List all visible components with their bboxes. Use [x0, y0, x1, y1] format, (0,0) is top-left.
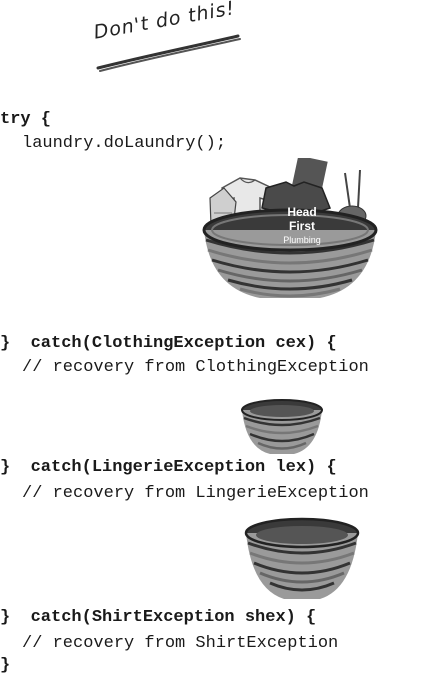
- shirt-print-first: First: [288, 219, 315, 233]
- shirt-print-plumbing: Plumbing: [283, 235, 321, 245]
- catch-lingerie-line: } catch(LingerieException lex) {: [0, 458, 337, 477]
- comment-lingerie: // recovery from LingerieException: [22, 484, 369, 503]
- catch-shirt-line: } catch(ShirtException shex) {: [0, 608, 317, 627]
- comment-shirt: // recovery from ShirtException: [22, 634, 339, 653]
- comment-clothing: // recovery from ClothingException: [22, 358, 369, 377]
- shirt-print-head: Head: [287, 205, 317, 219]
- closing-brace: }: [0, 656, 11, 675]
- note-underline-scribble: [96, 34, 241, 72]
- do-laundry-call: laundry.doLaundry();: [22, 134, 227, 153]
- large-laundry-basket-icon: [202, 158, 378, 298]
- try-line: try {: [0, 110, 52, 129]
- small-basket-icon: [241, 399, 323, 454]
- medium-basket-icon: [244, 517, 360, 599]
- catch-clothing-line: } catch(ClothingException cex) {: [0, 334, 337, 353]
